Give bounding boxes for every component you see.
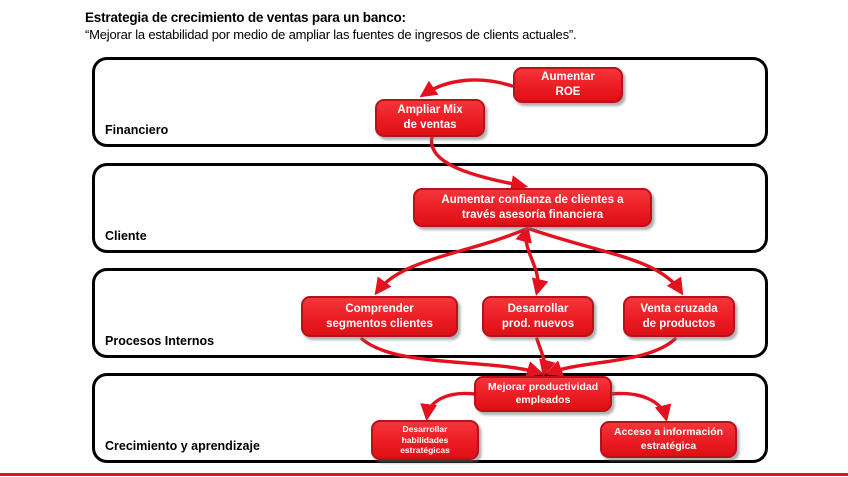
node-mix: Ampliar Mix de ventas bbox=[375, 99, 485, 137]
node-label-line: ROE bbox=[555, 86, 581, 98]
slide-title: Estrategia de crecimiento de ventas para… bbox=[85, 10, 406, 25]
lane-label-procesos: Procesos Internos bbox=[105, 334, 215, 348]
node-label-line: Desarrollar bbox=[507, 302, 569, 315]
node-cruzada: Venta cruzada de productos bbox=[623, 296, 735, 337]
footer-divider-line bbox=[0, 473, 848, 476]
node-label-line: través asesoría financiera bbox=[461, 208, 604, 221]
node-label-line: Ampliar Mix bbox=[397, 104, 463, 117]
node-label-line: de productos bbox=[642, 317, 716, 330]
node-label-line: de ventas bbox=[403, 119, 457, 131]
node-confianza: Aumentar confianza de clientes a través a… bbox=[413, 188, 652, 227]
node-label-line: Desarrollar bbox=[402, 423, 448, 434]
lane-label-financiero: Financiero bbox=[105, 123, 169, 137]
node-label-line: estratégica bbox=[640, 439, 697, 452]
node-label-line: segmentos clientes bbox=[326, 317, 433, 330]
node-label-line: Mejorar productividad bbox=[487, 380, 599, 393]
lane-label-crecimiento: Crecimiento y aprendizaje bbox=[105, 439, 260, 453]
node-label-line: Venta cruzada bbox=[640, 302, 718, 315]
node-label-line: habilidades bbox=[401, 434, 449, 445]
slide-subtitle: “Mejorar la estabilidad por medio de amp… bbox=[85, 27, 577, 42]
node-label-line: Aumentar bbox=[541, 71, 595, 84]
lane-label-cliente: Cliente bbox=[105, 229, 147, 243]
node-label-line: prod. nuevos bbox=[501, 317, 575, 330]
node-label-line: Comprender bbox=[345, 302, 414, 315]
node-segmentos: Comprender segmentos clientes bbox=[301, 296, 458, 337]
node-nuevos: Desarrollar prod. nuevos bbox=[482, 296, 594, 337]
node-label-line: Aumentar confianza de clientes a bbox=[441, 193, 624, 206]
node-label-line: estratégicas bbox=[400, 445, 450, 456]
node-label-line: empleados bbox=[515, 394, 571, 406]
node-label-line: Acceso a información bbox=[613, 426, 724, 439]
